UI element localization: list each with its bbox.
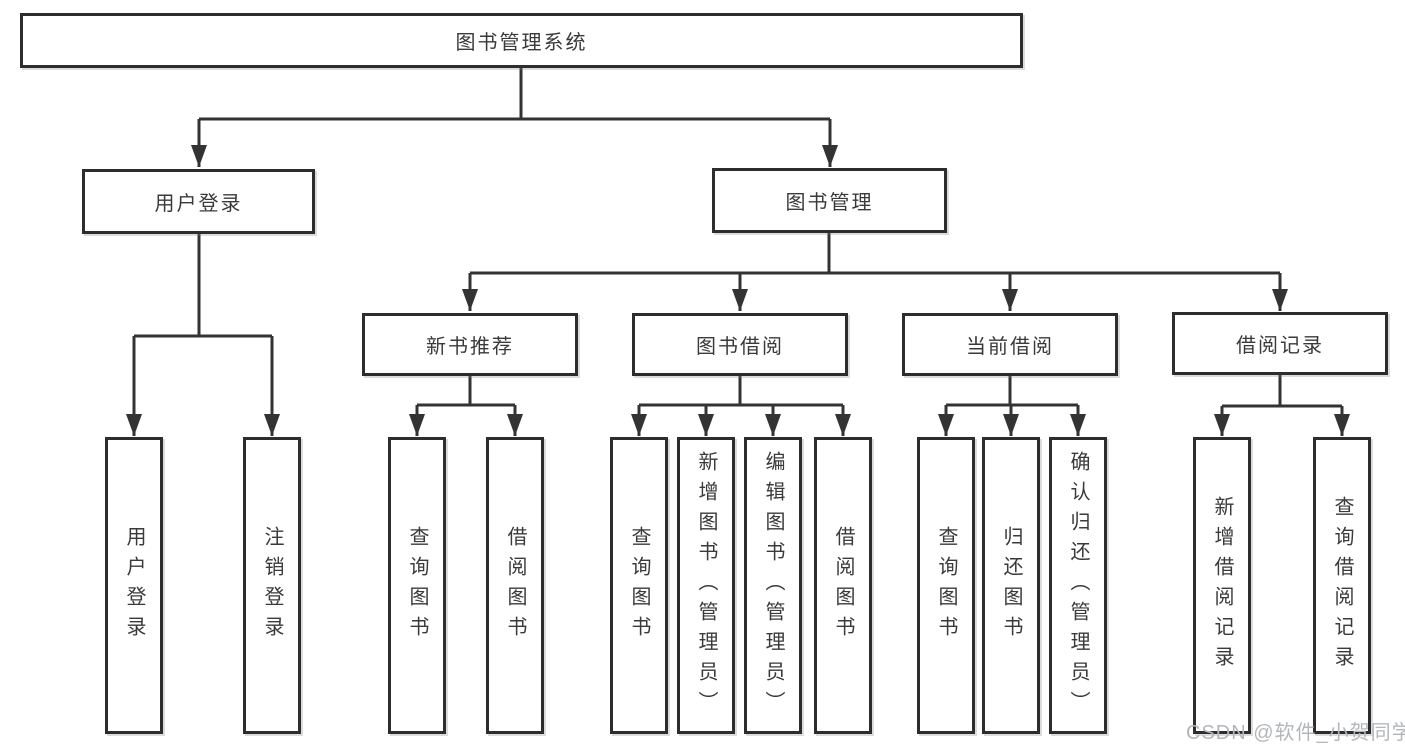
- leaf-edit-books-admin: 编辑图书（管理员）: [744, 437, 802, 734]
- csdn-watermark: CSDN @软件_小贺同学: [1186, 722, 1405, 744]
- leaf-user-login: 用户登录: [105, 437, 163, 734]
- node-current-borrowing: 当前借阅: [902, 313, 1118, 376]
- leaf-return-books: 归还图书: [982, 437, 1040, 734]
- leaf-confirm-return-admin: 确认归还（管理员）: [1049, 437, 1107, 734]
- node-book-borrowing: 图书借阅: [632, 313, 848, 376]
- leaf-add-borrow-record: 新增借阅记录: [1193, 437, 1251, 734]
- node-root: 图书管理系统: [20, 13, 1023, 68]
- leaf-borrow-books-borrowing: 借阅图书: [814, 437, 872, 734]
- leaf-query-books-recommendation: 查询图书: [388, 437, 446, 734]
- node-book-management: 图书管理: [712, 168, 947, 233]
- node-new-book-recommendation: 新书推荐: [362, 313, 578, 376]
- leaf-logout: 注销登录: [243, 437, 301, 734]
- leaf-query-books-borrowing: 查询图书: [610, 437, 668, 734]
- leaf-borrow-books-recommendation: 借阅图书: [486, 437, 544, 734]
- leaf-query-books-current: 查询图书: [917, 437, 975, 734]
- node-user-login: 用户登录: [82, 169, 315, 234]
- leaf-query-borrow-record: 查询借阅记录: [1313, 437, 1371, 734]
- leaf-add-books-admin: 新增图书（管理员）: [677, 437, 735, 734]
- node-borrowing-records: 借阅记录: [1172, 312, 1388, 375]
